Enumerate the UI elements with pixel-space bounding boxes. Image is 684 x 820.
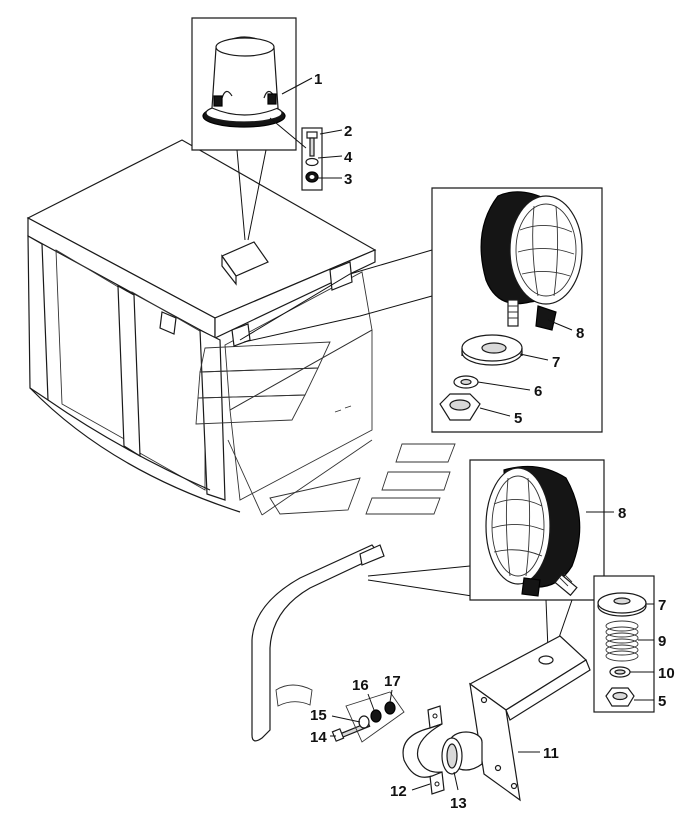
callout-2: 2 — [344, 123, 352, 140]
clamp-lock-washer — [370, 709, 382, 723]
guard-bracket — [275, 684, 313, 707]
callout-8-upper: 8 — [576, 325, 584, 342]
callout-13: 13 — [450, 795, 467, 812]
cab-pillar-front — [199, 329, 226, 501]
callout-7-lower: 7 — [658, 597, 666, 614]
callout-5-lower: 5 — [658, 693, 666, 710]
callout-12: 12 — [390, 783, 407, 800]
spring — [605, 620, 639, 662]
rubber-bushing — [441, 731, 483, 775]
clamp-washer — [358, 715, 370, 729]
callout-17: 17 — [384, 673, 401, 690]
callout-10: 10 — [658, 665, 675, 682]
callout-5-upper: 5 — [514, 410, 522, 427]
callout-6: 6 — [534, 383, 542, 400]
work-lamp-upper — [480, 191, 583, 331]
cab-side-window-lower — [229, 329, 373, 501]
callout-4: 4 — [344, 149, 353, 166]
beacon-inset — [191, 17, 297, 241]
lock-washer — [305, 157, 319, 167]
mounting-bracket — [468, 635, 591, 802]
cab-pillar-mid — [117, 284, 141, 458]
bolt-shank — [309, 137, 315, 157]
clamp-fasteners — [331, 691, 405, 743]
clamp-strap — [402, 723, 443, 778]
callout-1: 1 — [314, 71, 322, 88]
beacon-lamp — [202, 36, 286, 128]
work-lamp-lower — [485, 465, 581, 597]
fender-guard — [251, 544, 565, 742]
callout-3: 3 — [344, 171, 352, 188]
callout-8-lower: 8 — [618, 505, 626, 522]
lamp-mount-lug — [535, 305, 557, 331]
work-light-inset-lower — [469, 459, 605, 653]
callout-15: 15 — [310, 707, 327, 724]
callout-14: 14 — [310, 729, 327, 746]
guard-tube — [251, 544, 381, 742]
callout-labels: 1 2 4 3 8 7 6 5 8 7 9 10 5 11 12 13 14 1… — [281, 71, 675, 812]
tractor-cab — [26, 139, 456, 516]
callout-11: 11 — [543, 745, 559, 762]
callout-7-upper: 7 — [552, 354, 560, 371]
cab-roof — [26, 139, 377, 319]
tube-clamp — [402, 705, 445, 795]
work-light-inset-upper — [239, 187, 603, 433]
cab-bottom-edge — [29, 387, 241, 513]
bracket-hole — [538, 655, 554, 665]
lower-fastener-stack — [593, 575, 655, 713]
beacon-fasteners — [269, 117, 323, 191]
callout-9: 9 — [658, 633, 666, 650]
clamp-nut — [384, 701, 396, 715]
cab-pillar-left — [27, 234, 49, 402]
bolt-head — [306, 131, 318, 139]
callout-16: 16 — [352, 677, 369, 694]
